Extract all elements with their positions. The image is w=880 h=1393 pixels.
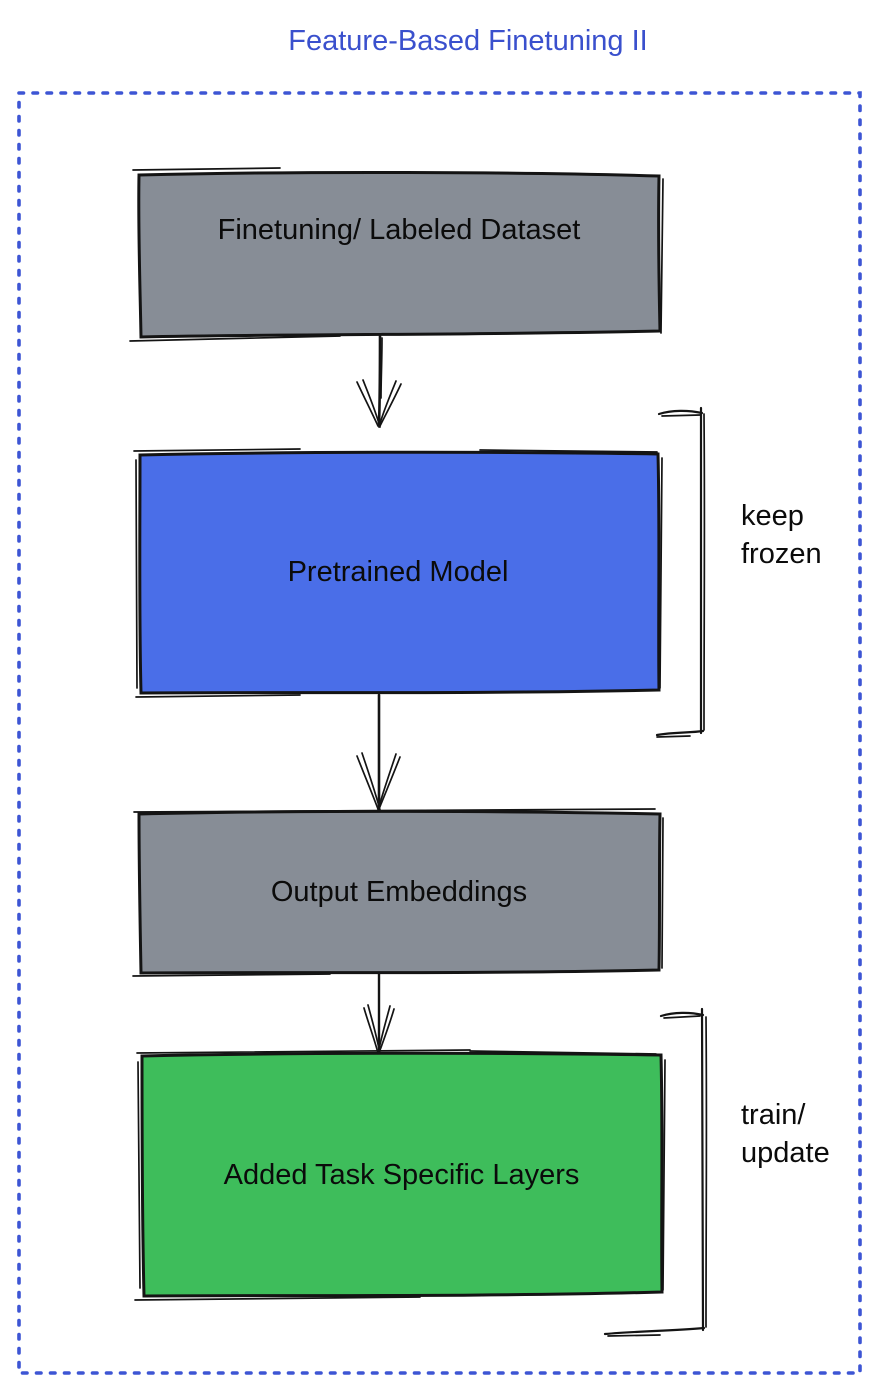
train-update-line-2: update <box>741 1137 830 1169</box>
arrow-model-to-embeddings <box>356 693 401 811</box>
train-update-bracket <box>603 1007 708 1337</box>
diagram-title: Feature-Based Finetuning II <box>288 25 648 57</box>
pretrained-model-box <box>133 448 663 698</box>
output-embeddings-box <box>132 808 664 977</box>
task-layers-box <box>134 1049 666 1301</box>
dotted-frame <box>17 91 862 1375</box>
keep-frozen-bracket <box>655 406 706 738</box>
keep-frozen-line-2: frozen <box>741 538 822 570</box>
keep-frozen-line-1: keep <box>741 500 804 532</box>
keep-frozen-label: keep frozen <box>741 497 822 573</box>
train-update-label: train/ update <box>741 1096 830 1172</box>
arrow-dataset-to-model <box>356 334 402 428</box>
train-update-line-1: train/ <box>741 1099 806 1131</box>
arrow-embeddings-to-layers <box>363 971 395 1055</box>
finetuning-dataset-box <box>129 167 664 342</box>
